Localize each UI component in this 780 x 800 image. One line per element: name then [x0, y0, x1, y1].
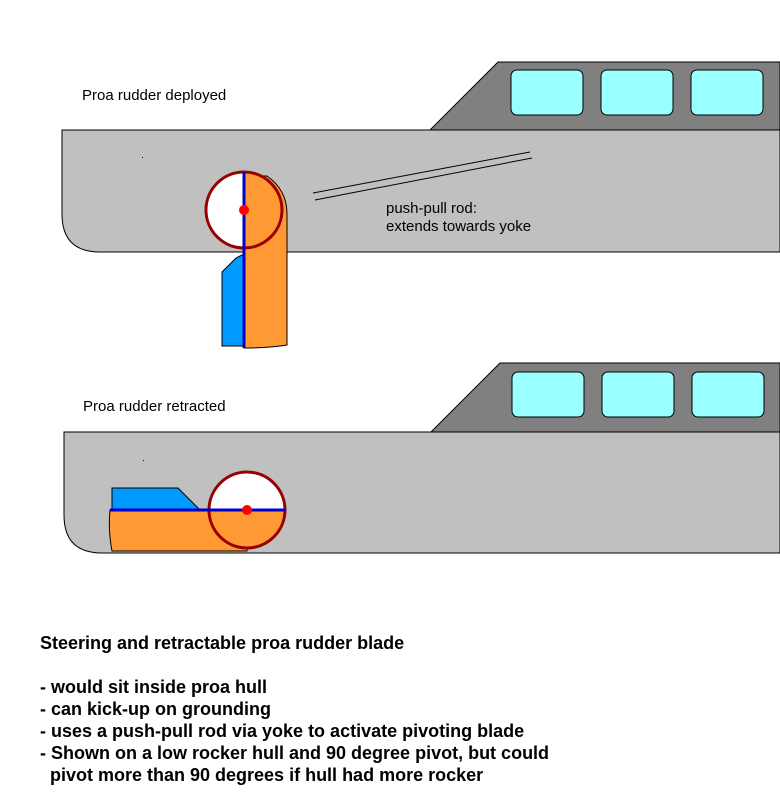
bullet-item: - can kick-up on grounding: [40, 699, 271, 719]
hull-dot: [142, 157, 143, 158]
deployed-view: Proa rudder deployed push-pull rod: exte…: [61, 61, 780, 349]
retracted-view: Proa rudder retracted: [63, 362, 780, 554]
bullet-item: - Shown on a low rocker hull and 90 degr…: [40, 743, 550, 763]
hull-dot: [143, 460, 144, 461]
rod-label-line2: extends towards yoke: [386, 218, 531, 235]
rudder-blade-blue: [221, 253, 245, 347]
bullet-item: - uses a push-pull rod via yoke to activ…: [40, 721, 525, 741]
cabin-window: [691, 371, 765, 418]
description-spacer: [40, 654, 549, 676]
push-pull-rod: [312, 151, 531, 194]
pivot-disc-white: [206, 172, 244, 248]
cabin-window: [511, 371, 585, 418]
pivot-dot: [239, 205, 249, 215]
cabin-window: [510, 69, 584, 116]
cabin-window: [690, 69, 764, 116]
pivot-disc-orange: [209, 510, 285, 548]
bullet-item: - would sit inside proa hull: [40, 677, 268, 697]
push-pull-rod: [314, 157, 533, 201]
rod-label-line1: push-pull rod:: [386, 200, 477, 217]
description: Steering and retractable proa rudder bla…: [40, 632, 549, 786]
pivot-dot: [242, 505, 252, 515]
cabin-window: [600, 69, 674, 116]
bullet-item: pivot more than 90 degrees if hull had m…: [40, 765, 484, 785]
pivot-disc-orange: [244, 172, 282, 248]
description-title: Steering and retractable proa rudder bla…: [40, 633, 405, 653]
cabin-window: [601, 371, 675, 418]
retracted-label: Proa rudder retracted: [83, 398, 226, 415]
pivot-disc-white: [209, 472, 285, 510]
deployed-label: Proa rudder deployed: [82, 87, 226, 104]
